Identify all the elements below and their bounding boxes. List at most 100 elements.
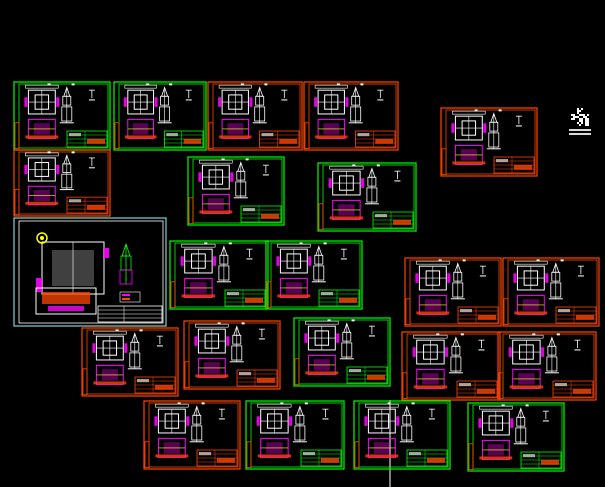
plan-view <box>513 260 549 291</box>
drawing-sheet-21[interactable] <box>353 400 451 470</box>
detail-note <box>478 339 485 351</box>
drawing-sheet-22[interactable] <box>467 402 565 472</box>
view-label-mark <box>169 83 173 86</box>
binding-strip <box>498 372 504 400</box>
drawing-sheet-3[interactable] <box>207 81 303 151</box>
drawing-sheet-8[interactable] <box>317 162 417 232</box>
plan-view <box>92 330 128 361</box>
section-view <box>479 439 513 460</box>
binding-strip <box>114 122 120 150</box>
drawing-sheet-20[interactable] <box>245 400 345 470</box>
plan-view <box>508 334 545 365</box>
plan-view <box>256 403 293 434</box>
title-block <box>520 451 562 469</box>
binding-strip <box>405 298 411 326</box>
binding-strip <box>14 189 20 216</box>
view-label-mark <box>264 83 268 86</box>
plan-view <box>198 159 234 190</box>
binding-strip <box>402 372 408 400</box>
section-view <box>509 368 544 389</box>
plan-view <box>478 405 514 436</box>
drawing-sheet-7[interactable] <box>187 156 285 226</box>
plan-view <box>412 334 449 365</box>
title-block <box>372 211 414 229</box>
detail-note <box>88 157 95 169</box>
binding-strip <box>468 443 474 471</box>
detail-note <box>377 89 384 101</box>
drawing-sheet-19[interactable] <box>143 400 241 470</box>
tower-elevation-view <box>119 242 133 285</box>
binding-strip <box>184 361 190 389</box>
section-view <box>277 277 311 298</box>
binding-strip <box>188 197 194 225</box>
elevation-view <box>189 405 204 443</box>
plan-view <box>328 165 365 196</box>
sheet-outer-frame <box>303 81 399 151</box>
section-view <box>416 294 450 315</box>
sheet-inner-frame <box>188 322 279 388</box>
plan-view <box>194 323 230 354</box>
elevation-view <box>339 322 354 360</box>
drawing-sheet-15[interactable] <box>183 320 281 390</box>
sheet-inner-frame <box>250 402 343 468</box>
view-label-mark <box>304 402 308 405</box>
view-label-mark <box>352 164 356 167</box>
title-block <box>97 305 163 323</box>
detail-note <box>218 408 225 420</box>
sheet-outer-frame <box>13 217 167 327</box>
elevation-view <box>544 336 559 374</box>
drawing-sheet-11[interactable] <box>265 240 363 310</box>
sheet-inner-frame <box>358 402 449 468</box>
view-label-mark <box>47 83 51 86</box>
drawing-sheet-4[interactable] <box>303 81 399 151</box>
drawing-sheet-16[interactable] <box>293 317 391 387</box>
binding-strip <box>14 122 20 150</box>
title-block <box>318 289 360 307</box>
binding-strip <box>354 441 360 469</box>
drawing-sheet-13[interactable] <box>502 257 600 327</box>
view-label-mark <box>387 402 391 405</box>
view-label-mark <box>498 109 502 112</box>
drawing-sheet-14[interactable] <box>81 327 179 397</box>
drawing-sheet-6[interactable] <box>13 149 111 217</box>
sheet-outer-frame <box>113 81 207 151</box>
sheet-outer-frame <box>187 156 285 226</box>
drawing-sheet-17[interactable] <box>401 331 501 401</box>
plan-view <box>304 320 340 351</box>
view-label-mark <box>376 164 380 167</box>
elevation-view <box>399 405 414 443</box>
view-label-mark <box>436 333 440 336</box>
drawing-sheet-18[interactable] <box>497 331 597 401</box>
sheet-inner-frame <box>86 329 177 395</box>
title-block <box>456 380 498 398</box>
detail-note <box>542 410 549 422</box>
sheet-outer-frame <box>207 81 303 151</box>
title-block <box>163 130 204 148</box>
drawing-sheet-10[interactable] <box>169 240 269 310</box>
drawing-sheet-9[interactable] <box>13 217 167 327</box>
sheet-outer-frame <box>502 257 600 327</box>
drawing-sheet-2[interactable] <box>113 81 207 151</box>
sheet-outer-frame <box>81 327 179 397</box>
drawing-sheet-5[interactable] <box>440 107 538 177</box>
view-label-mark <box>204 242 208 245</box>
binding-strip <box>246 441 252 469</box>
elevation-view <box>311 245 326 283</box>
detail-note <box>394 170 401 182</box>
title-block <box>224 289 266 307</box>
sheet-outer-frame <box>404 257 502 327</box>
sheet-inner-frame <box>148 402 239 468</box>
view-label-mark <box>560 259 564 262</box>
sheet-outer-frame <box>317 162 417 232</box>
qr-code-icon <box>569 108 591 135</box>
view-label-mark <box>201 402 205 405</box>
sheet-outer-frame <box>245 400 345 470</box>
elevation-view <box>486 112 501 150</box>
title-block <box>236 369 278 387</box>
section-view <box>305 354 339 375</box>
view-label-mark <box>411 402 415 405</box>
section-view <box>124 118 157 139</box>
drawing-sheet-12[interactable] <box>404 257 502 327</box>
section-view <box>25 118 59 139</box>
